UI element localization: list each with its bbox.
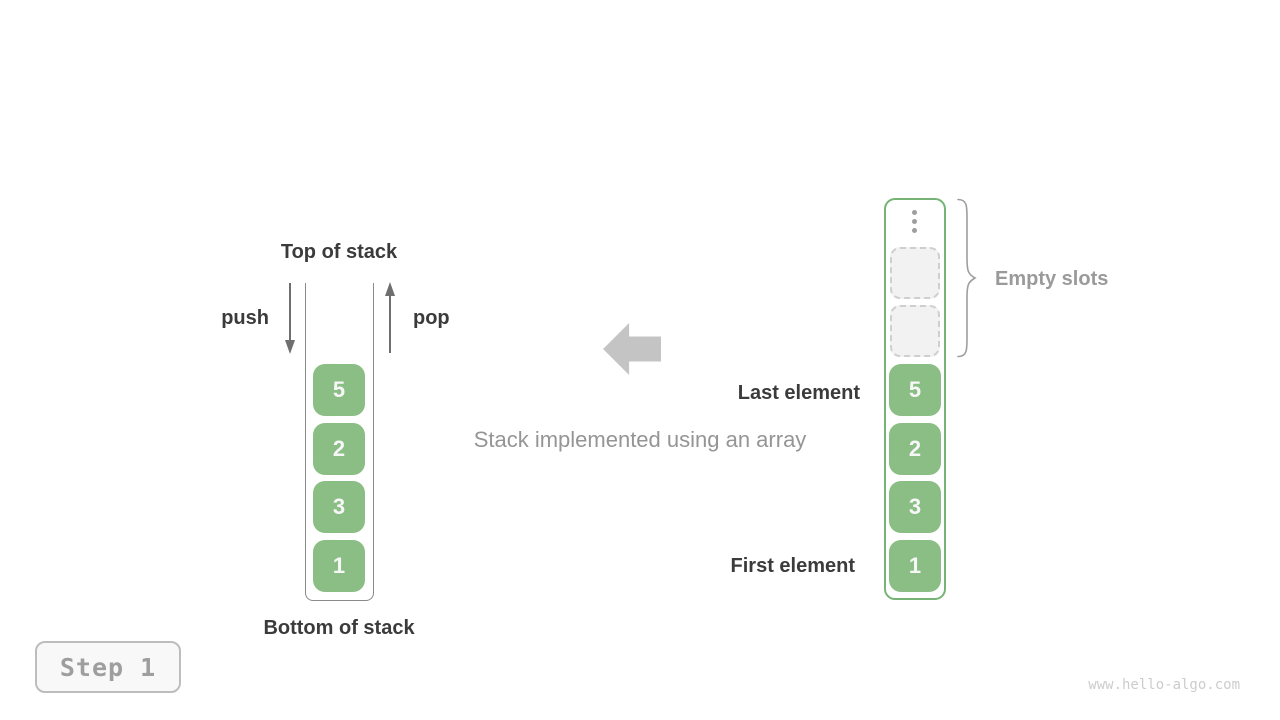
step-badge: Step 1 [35,641,181,693]
arrow-up-icon [385,282,395,353]
array-cell: 2 [889,423,941,475]
stack-cell: 2 [313,423,365,475]
pop-label: pop [413,307,450,329]
stack-cell: 1 [313,540,365,592]
arrow-down-icon [285,283,295,354]
empty-slots-label: Empty slots [995,268,1109,290]
first-element-label: First element [730,555,855,577]
stack-container [305,283,374,601]
array-cell: 3 [889,481,941,533]
top-of-stack-label: Top of stack [280,241,398,263]
empty-slot [890,247,940,299]
step-badge-label: Step 1 [59,652,157,682]
stack-cell: 3 [313,481,365,533]
empty-slot [890,305,940,357]
curly-brace-icon [957,198,977,358]
bottom-of-stack-label: Bottom of stack [263,617,415,639]
stack-cell: 5 [313,364,365,416]
push-label: push [221,307,269,329]
last-element-label: Last element [737,382,860,404]
watermark: www.hello-algo.com [1088,677,1240,693]
block-arrow-left-icon [603,323,661,375]
diagram-caption: Stack implemented using an array [473,427,807,452]
array-cell: 1 [889,540,941,592]
array-cell: 5 [889,364,941,416]
